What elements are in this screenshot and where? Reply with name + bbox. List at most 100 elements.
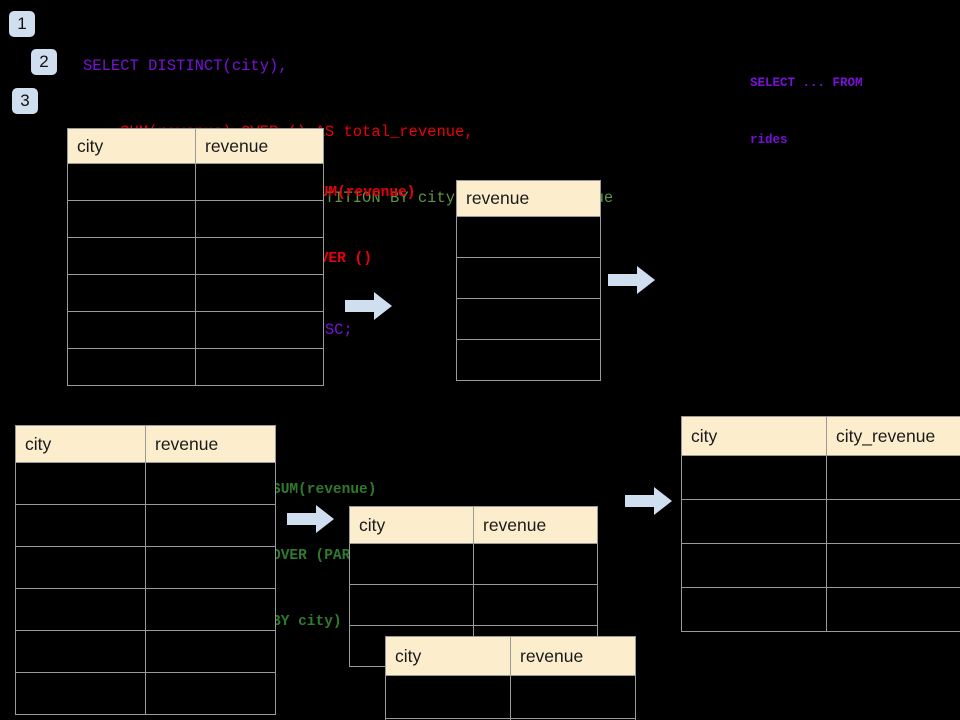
table-row <box>681 543 960 588</box>
table-row <box>15 630 276 673</box>
annotation-sum-over-partition-line3: BY city) <box>272 614 342 630</box>
table-row <box>15 672 276 715</box>
cell-city <box>681 455 827 500</box>
cell-revenue <box>510 718 636 720</box>
table-row <box>15 588 276 631</box>
table-row <box>456 339 601 381</box>
table-header-row: city revenue <box>67 128 324 164</box>
table-header-row: city city_revenue <box>681 416 960 456</box>
cell-revenue <box>456 339 601 381</box>
cell-city <box>67 274 196 312</box>
cell-city <box>385 675 511 719</box>
cell-city-revenue <box>826 455 960 500</box>
arrow-source-to-partition <box>287 504 335 534</box>
cell-revenue <box>145 630 276 673</box>
step-badge-2: 2 <box>31 49 57 75</box>
table-row <box>67 163 324 201</box>
step-badge-1: 1 <box>9 11 35 37</box>
cell-city <box>15 630 146 673</box>
result-city-revenue-table: city city_revenue <box>681 416 960 632</box>
cell-city <box>681 587 827 632</box>
column-header-city-revenue: city_revenue <box>826 416 960 456</box>
table-row <box>456 216 601 258</box>
cell-city <box>15 546 146 589</box>
annotation-sum-over-empty: SUM(revenue) OVER () <box>311 138 415 314</box>
table-row <box>681 499 960 544</box>
partition-group-table-b: city revenue <box>385 636 636 720</box>
table-row <box>349 584 598 626</box>
cell-city <box>15 588 146 631</box>
table-header-row: city revenue <box>349 506 598 544</box>
table-row <box>67 200 324 238</box>
cell-city-revenue <box>826 587 960 632</box>
table-row <box>67 311 324 349</box>
table-header-row: revenue <box>456 180 601 217</box>
cell-revenue <box>456 216 601 258</box>
cell-revenue <box>195 274 324 312</box>
cell-city <box>67 311 196 349</box>
cell-revenue <box>510 675 636 719</box>
cell-revenue <box>145 504 276 547</box>
cell-revenue <box>195 348 324 386</box>
annotation-select-from: SELECT ... FROM rides <box>750 36 863 188</box>
cell-revenue <box>195 200 324 238</box>
cell-city <box>15 672 146 715</box>
column-header-revenue: revenue <box>145 425 276 463</box>
arrow-total-to-result <box>608 265 656 295</box>
cell-city <box>349 584 474 626</box>
column-header-city: city <box>67 128 196 164</box>
table-row <box>67 348 324 386</box>
table-row <box>681 587 960 632</box>
table-row <box>15 504 276 547</box>
cell-city <box>681 543 827 588</box>
cell-city <box>15 504 146 547</box>
rides-source-table: city revenue <box>67 128 324 386</box>
annotation-select-from-line2: rides <box>750 133 788 147</box>
table-row <box>456 298 601 340</box>
column-header-city: city <box>681 416 827 456</box>
cell-city <box>67 348 196 386</box>
column-header-city: city <box>349 506 474 544</box>
rides-source-table-partition: city revenue <box>15 425 276 715</box>
cell-city <box>67 163 196 201</box>
table-row <box>15 546 276 589</box>
annotation-sum-over-empty-line1: SUM(revenue) <box>311 185 416 201</box>
table-row <box>349 543 598 585</box>
table-row <box>456 257 601 299</box>
arrow-source-to-total <box>345 291 393 321</box>
column-header-city: city <box>15 425 146 463</box>
cell-city-revenue <box>826 543 960 588</box>
cell-revenue <box>195 163 324 201</box>
cell-city <box>67 237 196 275</box>
cell-revenue <box>195 237 324 275</box>
column-header-revenue: revenue <box>473 506 598 544</box>
column-header-revenue: revenue <box>195 128 324 164</box>
table-row <box>385 675 636 719</box>
cell-revenue <box>195 311 324 349</box>
column-header-revenue: revenue <box>510 636 636 676</box>
arrow-partition-to-result <box>625 486 673 516</box>
cell-city <box>15 462 146 505</box>
cell-city <box>349 543 474 585</box>
table-row <box>681 455 960 500</box>
annotation-sum-over-partition-line1: SUM(revenue) <box>272 482 377 498</box>
table-row <box>67 237 324 275</box>
cell-revenue <box>473 543 598 585</box>
cell-revenue <box>145 546 276 589</box>
step-badge-3: 3 <box>12 88 38 114</box>
cell-revenue <box>145 462 276 505</box>
cell-revenue <box>473 584 598 626</box>
table-header-row: city revenue <box>15 425 276 463</box>
table-row <box>67 274 324 312</box>
cell-city <box>67 200 196 238</box>
total-revenue-table: revenue <box>456 180 601 381</box>
cell-revenue <box>145 588 276 631</box>
sql-line-select: SELECT DISTINCT(city), <box>83 57 288 75</box>
column-header-city: city <box>385 636 511 676</box>
cell-revenue <box>456 257 601 299</box>
table-row <box>15 462 276 505</box>
cell-city <box>681 499 827 544</box>
table-row <box>385 718 636 720</box>
annotation-select-from-line1: SELECT ... FROM <box>750 76 863 90</box>
